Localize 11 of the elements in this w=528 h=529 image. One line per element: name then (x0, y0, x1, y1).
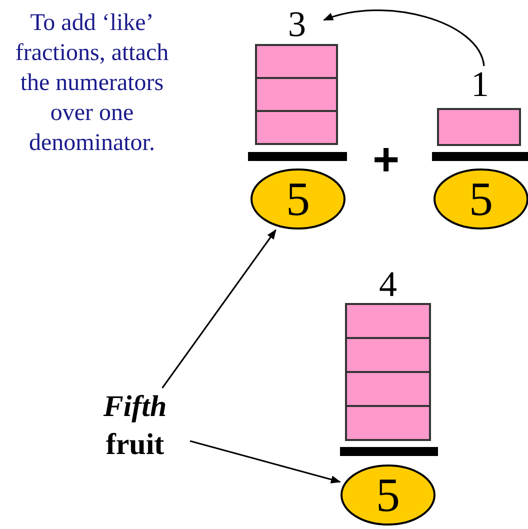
arrow (162, 229, 276, 388)
instruction-text: To add ‘like’ fractions, attach the numerators over one denominator. (14, 9, 170, 158)
arrow (190, 440, 341, 484)
caption-text: Fifth fruit (80, 388, 190, 464)
arrow (323, 10, 485, 66)
numerator-number: 1 (455, 66, 505, 102)
denominator-oval: 5 (250, 168, 346, 230)
plus-sign: + (372, 136, 400, 182)
numerator-number: 3 (272, 6, 322, 42)
numerator-number: 4 (363, 266, 413, 302)
denominator-oval: 5 (340, 464, 436, 526)
